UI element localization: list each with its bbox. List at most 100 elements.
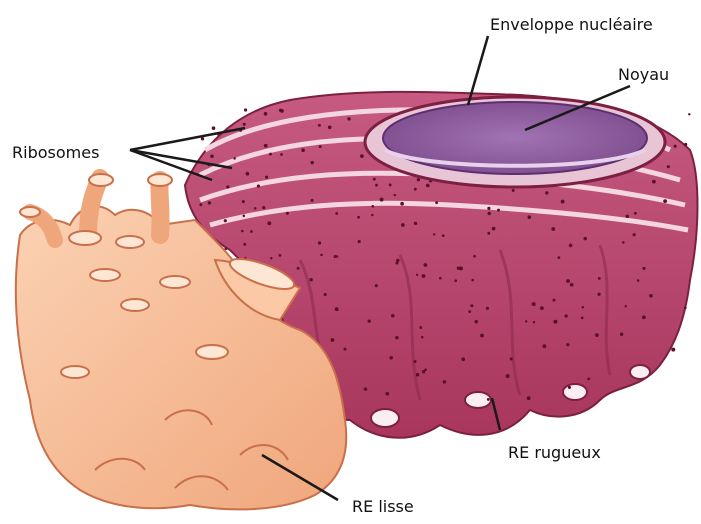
ribosome-dot [642,267,645,270]
ribosome-dot [652,180,656,184]
ribosome-dot [663,199,667,203]
ribosome-dot [265,176,268,179]
ribosome-dot [280,153,283,156]
ribosome-dot [461,357,465,361]
ribosome-dot [566,279,570,283]
ribosome-dot [226,185,229,188]
ribosome-dot [671,348,675,352]
label-rough-er: RE rugueux [508,443,601,462]
ribosome-dot [311,199,314,202]
ribosome-dot [244,108,247,111]
ribosome-dot [344,348,347,351]
label-nuclear-envelope: Enveloppe nucléaire [490,15,653,34]
ribosome-dot [492,227,496,231]
ribosome-dot [396,259,399,262]
ribosome-dot [394,194,396,196]
ribosome-dot [512,189,515,192]
ribosome-dot [242,200,245,203]
ribosome-dot [527,396,531,400]
ribosome-dot [320,254,323,257]
ribosome-dot [649,294,653,298]
ribosome-dot [413,360,416,363]
ribosome-dot [270,257,272,259]
ribosome-dot [470,304,473,307]
ribosome-dot [389,356,393,360]
ribosome-dot [241,230,244,233]
ribosome-dot [417,178,420,181]
ribosome-dot [401,223,405,227]
smooth-er-opening [121,299,149,311]
ribosome-dot [335,307,339,311]
ribosome-dot [380,198,384,202]
ribosome-dot [199,203,202,206]
ribosome-dot [310,161,313,164]
ribosome-dot [480,334,484,338]
ribosome-dot [552,299,555,302]
ribosome-dot [583,237,587,241]
ribosome-dot [257,185,260,188]
ribosome-dot [385,392,389,396]
ribosome-dot [626,215,629,218]
smooth-er-tube [159,180,160,235]
ribosome-dot [415,222,418,225]
ribosome-dot [684,143,687,146]
ribosome-dot [416,373,420,377]
ribosome-dot [419,326,422,329]
label-ribosomes: Ribosomes [12,143,99,162]
smooth-er-opening [90,269,120,281]
ribosome-dot [375,284,378,287]
ribosome-dot [208,201,211,204]
ribosome-dot [486,307,489,310]
label-nucleus: Noyau [618,65,669,84]
ribosome-dot [319,145,322,148]
ribosome-dot [532,302,536,306]
ribosome-dot [364,387,368,391]
ribosome-dot [301,148,305,152]
ribosome-dot [224,219,227,222]
ribosome-dot [297,267,300,270]
smooth-er-tube-opening [148,174,172,186]
ribosome-dot [414,188,417,191]
ribosome-dot [620,332,623,335]
ribosome-dot [528,215,532,219]
rough-er-opening [630,365,650,379]
ribosome-dot [633,233,636,236]
ribosome-dot [525,320,527,322]
ribosome-dot [561,200,565,204]
ribosome-dot [373,178,376,181]
ribosome-dot [262,206,265,209]
ribosome-dot [569,244,573,248]
ribosome-dot [597,293,600,296]
ribosome-dot [243,123,246,126]
ribosome-dot [468,310,471,313]
ribosome-dot [286,212,289,215]
nucleus-illustration [365,97,665,187]
rough-er-opening [563,384,587,400]
ribosome-dot [674,145,677,148]
smooth-er-tube-opening [20,207,40,217]
ribosome-dot [442,234,445,237]
nucleus-body [383,102,647,174]
ribosome-dot [558,256,561,259]
smooth-er-opening [116,236,144,248]
ribosome-dot [389,183,392,186]
ribosome-dot [540,306,544,310]
ribosome-dot [243,215,246,218]
ribosome-dot [487,398,490,401]
ribosome-dot [318,124,321,127]
ribosome-dot [598,277,601,280]
ribosome-dot [400,202,404,206]
ribosome-dot [634,212,637,215]
ribosome-dot [581,317,584,320]
ribosome-dot [371,214,374,217]
ribosome-dot [416,274,418,276]
ribosome-dot [423,263,427,267]
ribosome-dot [622,241,625,244]
ribosome-dot [279,254,282,257]
ribosome-dot [439,277,442,280]
ribosome-dot [510,357,513,360]
ribosome-dot [368,319,371,322]
ribosome-dot [328,125,332,129]
ribosome-dot [424,368,427,371]
